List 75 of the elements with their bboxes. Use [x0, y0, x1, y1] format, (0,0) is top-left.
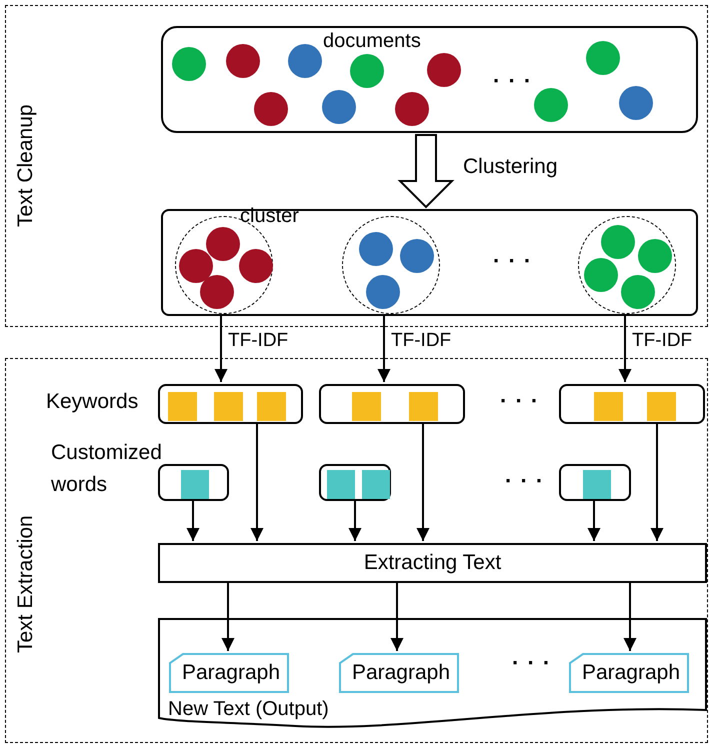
section-band [5, 358, 708, 743]
document-dot [534, 88, 568, 122]
document-dot [322, 90, 356, 124]
custom-word-square [181, 470, 209, 499]
arrow [624, 583, 636, 651]
box-heading: cluster [240, 205, 299, 227]
arrow [378, 316, 390, 382]
document-dot [586, 41, 620, 75]
edge-label: Clustering [462, 156, 559, 178]
block-arrow [398, 134, 454, 208]
document-dot [179, 249, 213, 283]
document-dot [584, 258, 618, 292]
row-label: Keywords [46, 389, 140, 415]
arrow [390, 583, 404, 651]
word-box [158, 464, 229, 501]
document-dot [619, 86, 653, 120]
arrow [618, 316, 632, 382]
document-dot [366, 275, 400, 309]
custom-word-square [327, 470, 355, 499]
document-dot [359, 232, 393, 266]
keyword-square [256, 392, 286, 420]
document-dot [395, 92, 429, 126]
process-box: Extracting Text [158, 543, 707, 583]
word-box [559, 464, 631, 501]
row-label: Customized words [51, 440, 161, 498]
arrow [650, 424, 664, 541]
document-dot [172, 47, 206, 81]
ellipsis-mark: · · · [500, 388, 540, 414]
custom-word-square [362, 470, 390, 499]
keyword-square [594, 392, 622, 420]
keyword-square [408, 392, 438, 420]
keyword-square [168, 392, 196, 420]
box-heading: documents [323, 30, 421, 52]
word-box [158, 384, 303, 424]
arrow [416, 424, 430, 541]
ellipsis-mark: · · · [493, 68, 532, 94]
document-dot [350, 54, 384, 88]
document-dot [206, 227, 240, 261]
document-dot [288, 44, 322, 78]
document-dot [226, 44, 260, 78]
document-dot [254, 92, 288, 126]
document-caption: New Text (Output) [168, 698, 329, 720]
cluster-ring [578, 216, 676, 314]
word-box [319, 464, 391, 501]
document-dot [200, 275, 234, 309]
arrow [250, 424, 264, 541]
cluster-row-box [161, 209, 698, 316]
keyword-square [214, 392, 242, 420]
section-title: Text Extraction [14, 514, 38, 655]
output-document [158, 618, 707, 730]
paragraph-box: Paragraph [169, 653, 289, 693]
word-box [319, 384, 465, 424]
ellipsis-mark: · · · [493, 248, 532, 274]
document-dot [621, 275, 655, 309]
ellipsis-mark: · · · [505, 468, 544, 494]
cluster-ring [342, 216, 440, 314]
arrow [348, 501, 362, 541]
keyword-square [646, 392, 676, 420]
arrow [222, 583, 234, 651]
arrow [588, 501, 600, 541]
document-dot [400, 239, 434, 273]
paragraph-box: Paragraph [339, 653, 459, 693]
arrow [214, 316, 228, 382]
section-title: Text Cleanup [14, 104, 38, 230]
arrow [186, 501, 200, 541]
word-box [559, 384, 705, 424]
paragraph-box: Paragraph [569, 653, 689, 693]
ellipsis-mark: · · · [512, 650, 552, 676]
document-dot [427, 53, 461, 87]
document-dot [239, 249, 273, 283]
document-pool-box [161, 26, 698, 133]
document-dot [601, 225, 635, 259]
document-dot [638, 239, 672, 273]
custom-word-square [583, 470, 611, 499]
keyword-square [352, 392, 380, 420]
